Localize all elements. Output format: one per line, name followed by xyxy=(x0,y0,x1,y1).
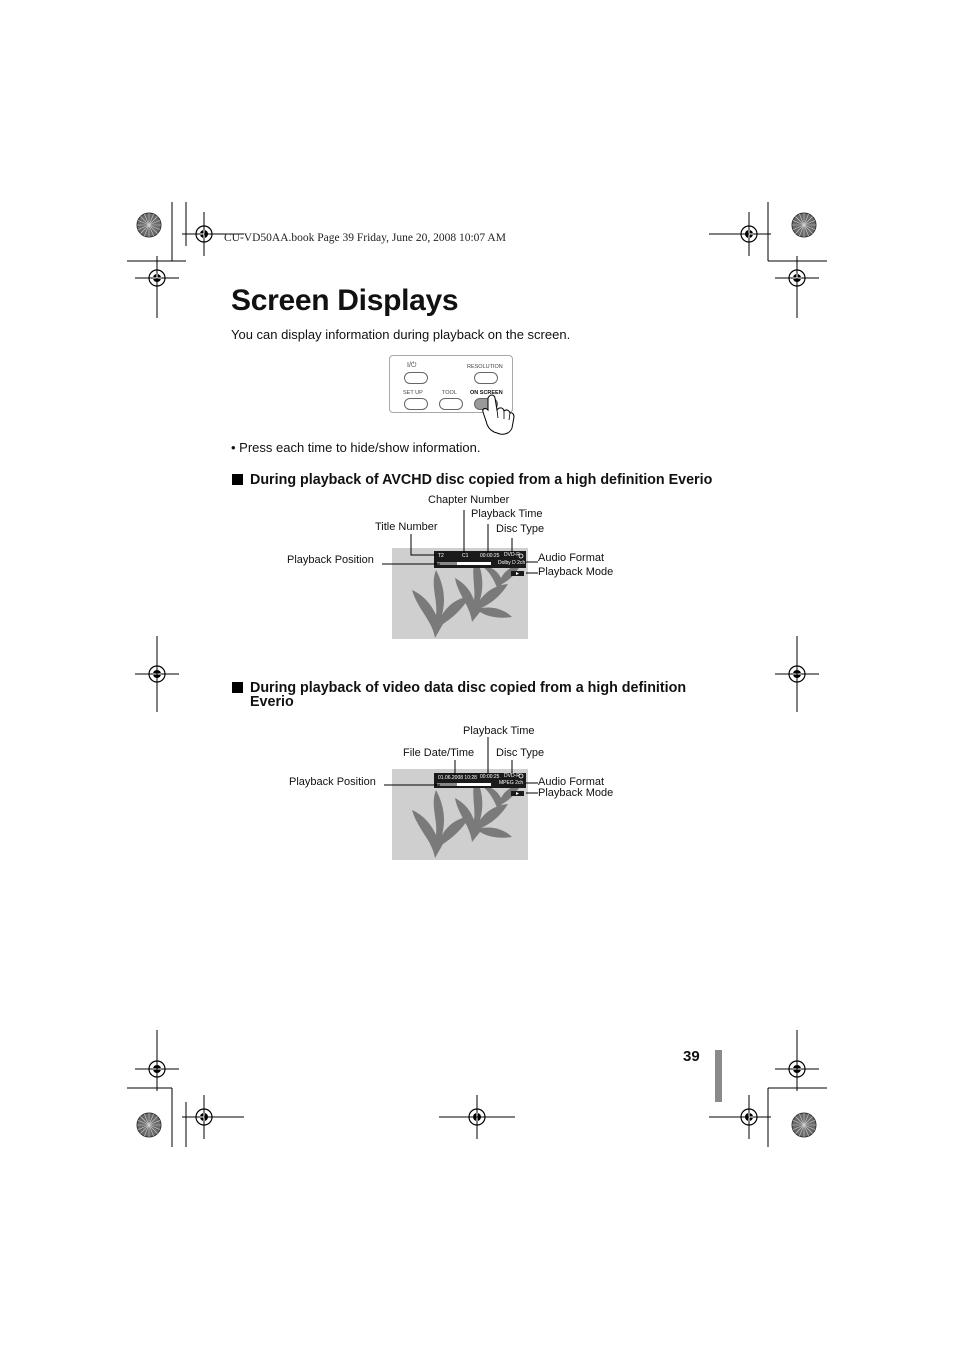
section-heading-video-data-line2: Everio xyxy=(250,695,686,709)
label-audio-format: Audio Format xyxy=(538,552,604,564)
black-square-icon xyxy=(232,474,243,485)
osd-audio-format: MPEG 2ch xyxy=(499,780,523,786)
label-playback-mode: Playback Mode xyxy=(538,787,613,799)
label-disc-type: Disc Type xyxy=(496,523,544,535)
book-header-line: CU-VD50AA.book Page 39 Friday, June 20, … xyxy=(224,232,506,244)
section-heading-avchd-text: During playback of AVCHD disc copied fro… xyxy=(250,473,712,487)
label-title-number: Title Number xyxy=(375,521,438,533)
onscreen-button xyxy=(474,398,498,410)
label-playback-time: Playback Time xyxy=(463,725,535,737)
section-heading-video-data-line1: During playback of video data disc copie… xyxy=(250,681,686,695)
tool-button-label: TOOL xyxy=(442,390,457,396)
intro-text: You can display information during playb… xyxy=(231,327,570,342)
osd-audio-format: Dolby D 2ch xyxy=(498,560,525,566)
label-playback-position: Playback Position xyxy=(289,776,376,788)
label-playback-mode: Playback Mode xyxy=(538,566,613,578)
label-file-datetime: File Date/Time xyxy=(403,747,474,759)
setup-button-label: SET UP xyxy=(403,390,423,396)
osd-chapter-number: C1 xyxy=(462,553,468,559)
remote-control-illustration: I/⏻ RESOLUTION SET UP TOOL ON SCREEN xyxy=(389,355,513,413)
power-button-label: I/⏻ xyxy=(407,362,416,370)
label-playback-position: Playback Position xyxy=(287,554,374,566)
page-title: Screen Displays xyxy=(231,284,458,318)
section-heading-video-data: During playback of video data disc copie… xyxy=(232,681,752,709)
label-chapter-number: Chapter Number xyxy=(428,494,509,506)
page-number: 39 xyxy=(683,1048,700,1065)
label-disc-type: Disc Type xyxy=(496,747,544,759)
resolution-button-label: RESOLUTION xyxy=(467,364,503,370)
osd-file-datetime: 01.06.2008 10:28 xyxy=(438,775,477,781)
osd-disc-type: DVD-R xyxy=(504,552,520,558)
power-button xyxy=(404,372,428,384)
bullet-press-each-time: • Press each time to hide/show informati… xyxy=(231,440,481,455)
resolution-button xyxy=(474,372,498,384)
tool-button xyxy=(439,398,463,410)
onscreen-button-label: ON SCREEN xyxy=(470,390,503,396)
osd-disc-type: DVD-R xyxy=(504,773,520,779)
page-edge-bar xyxy=(715,1050,722,1102)
osd-playback-time: 00:00:25 xyxy=(480,553,499,559)
setup-button xyxy=(404,398,428,410)
label-playback-time: Playback Time xyxy=(471,508,543,520)
osd-playback-time: 00:00:25 xyxy=(480,774,499,780)
osd-title-number: T2 xyxy=(438,553,444,559)
section-heading-avchd: During playback of AVCHD disc copied fro… xyxy=(232,473,752,487)
black-square-icon xyxy=(232,682,243,693)
